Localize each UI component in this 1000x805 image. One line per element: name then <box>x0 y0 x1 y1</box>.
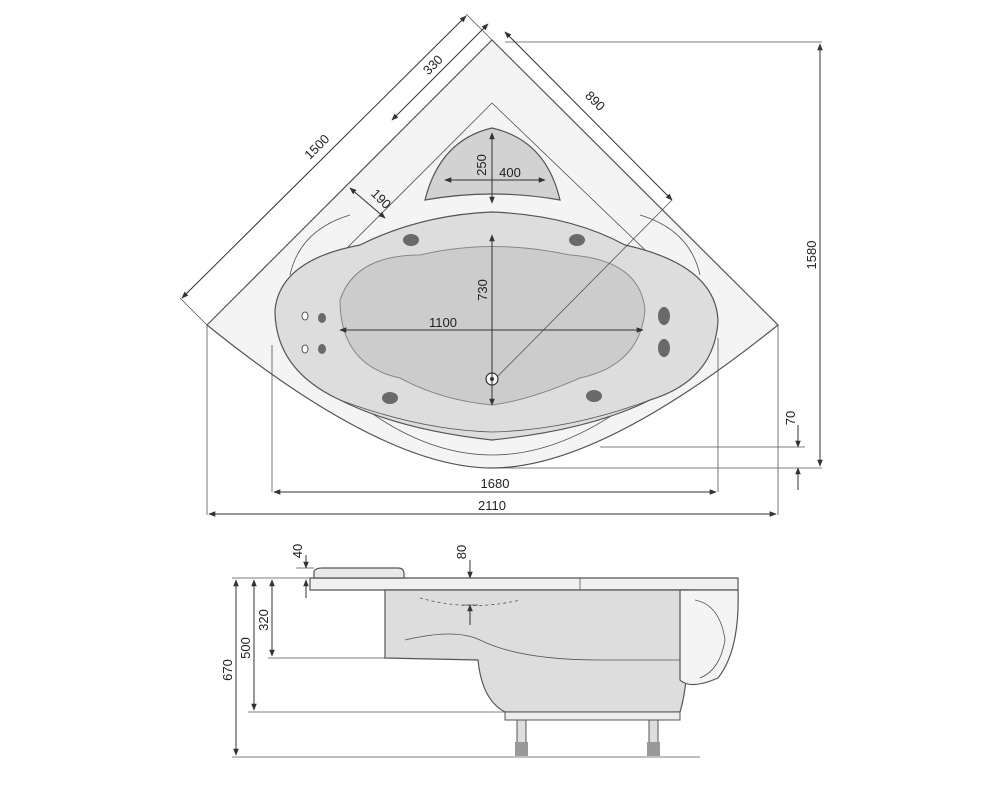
control-knob-icon <box>301 311 309 321</box>
ext-line <box>465 13 493 41</box>
top-view: 1500 330 890 190 250 400 730 1100 1580 7… <box>179 13 823 517</box>
jet-icon <box>403 234 419 246</box>
dim-label-1500: 1500 <box>301 131 332 162</box>
dim-line-190 <box>349 187 386 219</box>
dim-label-400: 400 <box>499 165 521 180</box>
ext-line <box>497 199 673 377</box>
dim-label-890: 890 <box>582 88 608 114</box>
jet-icon <box>318 313 326 323</box>
jet-icon <box>318 344 326 354</box>
rim-groove-right <box>639 214 701 276</box>
rim-groove-front <box>339 399 651 433</box>
leg <box>516 719 527 745</box>
dim-label-2110: 2110 <box>478 498 506 513</box>
jet-icon <box>658 339 670 357</box>
dim-label-320: 320 <box>256 609 271 631</box>
side-view: 40 80 320 500 670 <box>220 544 739 758</box>
side-view-headrest <box>313 567 405 579</box>
dim-label-1680: 1680 <box>481 476 510 491</box>
jet-icon <box>586 390 602 402</box>
dim-label-500: 500 <box>238 637 253 659</box>
jet-icon <box>382 392 398 404</box>
dim-label-330: 330 <box>420 52 446 78</box>
control-knob-icon <box>301 344 309 354</box>
dim-label-670: 670 <box>220 659 235 681</box>
dim-label-1580: 1580 <box>804 241 819 270</box>
base-frame <box>504 711 681 721</box>
jet-icon <box>569 234 585 246</box>
dim-label-80: 80 <box>454 545 469 559</box>
side-view-basin <box>384 589 691 713</box>
dim-line-890 <box>504 31 673 201</box>
leg-foot <box>647 742 660 756</box>
dim-label-250: 250 <box>474 154 489 176</box>
side-view-apron <box>679 589 739 686</box>
side-view-seat-contour <box>404 633 680 661</box>
jet-icon <box>658 307 670 325</box>
ext-line <box>179 297 208 326</box>
dim-line-330 <box>391 23 489 121</box>
leg <box>648 719 659 745</box>
side-view-deck <box>309 577 739 591</box>
dim-label-1100: 1100 <box>429 315 457 330</box>
dim-label-730: 730 <box>475 279 490 301</box>
apron-inner-contour <box>694 599 726 679</box>
dim-label-40: 40 <box>290 544 305 558</box>
leg-foot <box>515 742 528 756</box>
dim-label-70: 70 <box>783 411 798 425</box>
